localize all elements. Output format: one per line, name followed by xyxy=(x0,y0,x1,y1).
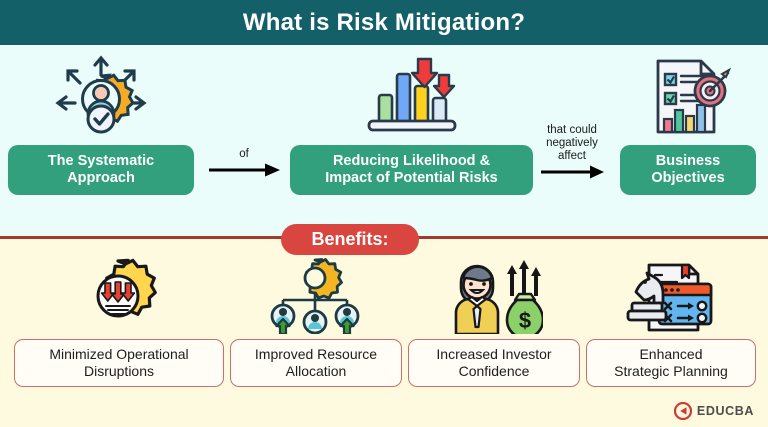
benefit-card-strategic-planning: Enhanced Strategic Planning xyxy=(586,258,756,387)
flow-step-reducing-risks: Reducing Likelihood & Impact of Potentia… xyxy=(290,55,533,195)
gear-down-arrows-icon xyxy=(96,258,157,318)
benefits-heading: Benefits: xyxy=(281,224,419,255)
org-chart-gear-people-icon xyxy=(270,258,360,334)
benefit-1-label: Minimized Operational Disruptions xyxy=(14,339,224,387)
bar-chart-down-arrows-icon xyxy=(367,57,456,132)
benefit-card-improved-allocation: Improved Resource Allocation xyxy=(230,258,402,387)
educba-logo[interactable]: EDUCBA xyxy=(673,402,754,420)
chess-knight-strategy-icon xyxy=(626,263,713,332)
flow-connector-1: of xyxy=(205,148,283,178)
checklist-target-icon xyxy=(656,59,732,134)
title-bar: What is Risk Mitigation? xyxy=(0,0,768,45)
flow-step-systematic-approach: The Systematic Approach xyxy=(8,55,194,195)
right-arrow-icon xyxy=(541,165,604,179)
flow-step-2-label: Reducing Likelihood & Impact of Potentia… xyxy=(290,145,533,195)
benefit-2-label: Improved Resource Allocation xyxy=(230,339,402,387)
investor-money-bag-icon: $ xyxy=(454,260,543,334)
flow-step-business-objectives: Business Objectives xyxy=(620,55,756,195)
flow-connector-2-label: that could negatively affect xyxy=(546,124,598,162)
right-arrow-icon xyxy=(209,163,280,177)
educba-circle-icon xyxy=(673,402,692,420)
benefit-4-label: Enhanced Strategic Planning xyxy=(586,339,756,387)
educba-logo-text: EDUCBA xyxy=(696,404,754,418)
flow-step-3-label: Business Objectives xyxy=(620,145,756,195)
flow-step-1-label: The Systematic Approach xyxy=(8,145,194,195)
page-title: What is Risk Mitigation? xyxy=(242,8,526,36)
benefit-card-investor-confidence: $ Increased Investor Confidence xyxy=(408,258,580,387)
benefit-card-minimized-disruptions: Minimized Operational Disruptions xyxy=(14,258,224,387)
benefit-3-label: Increased Investor Confidence xyxy=(408,339,580,387)
flow-connector-1-label: of xyxy=(239,148,249,160)
flow-connector-2: that could negatively affect xyxy=(530,124,614,180)
gear-person-check-icon xyxy=(55,55,147,134)
svg-text:$: $ xyxy=(519,308,531,333)
